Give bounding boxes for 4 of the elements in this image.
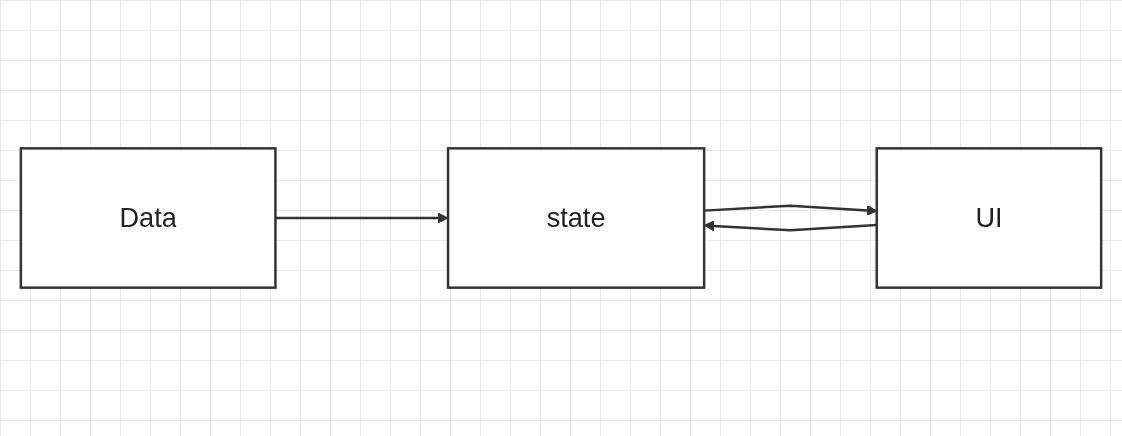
arrow <box>275 212 449 224</box>
node-box: UI <box>875 147 1103 289</box>
node-box: Data <box>19 147 277 289</box>
node-box: state <box>446 147 706 289</box>
